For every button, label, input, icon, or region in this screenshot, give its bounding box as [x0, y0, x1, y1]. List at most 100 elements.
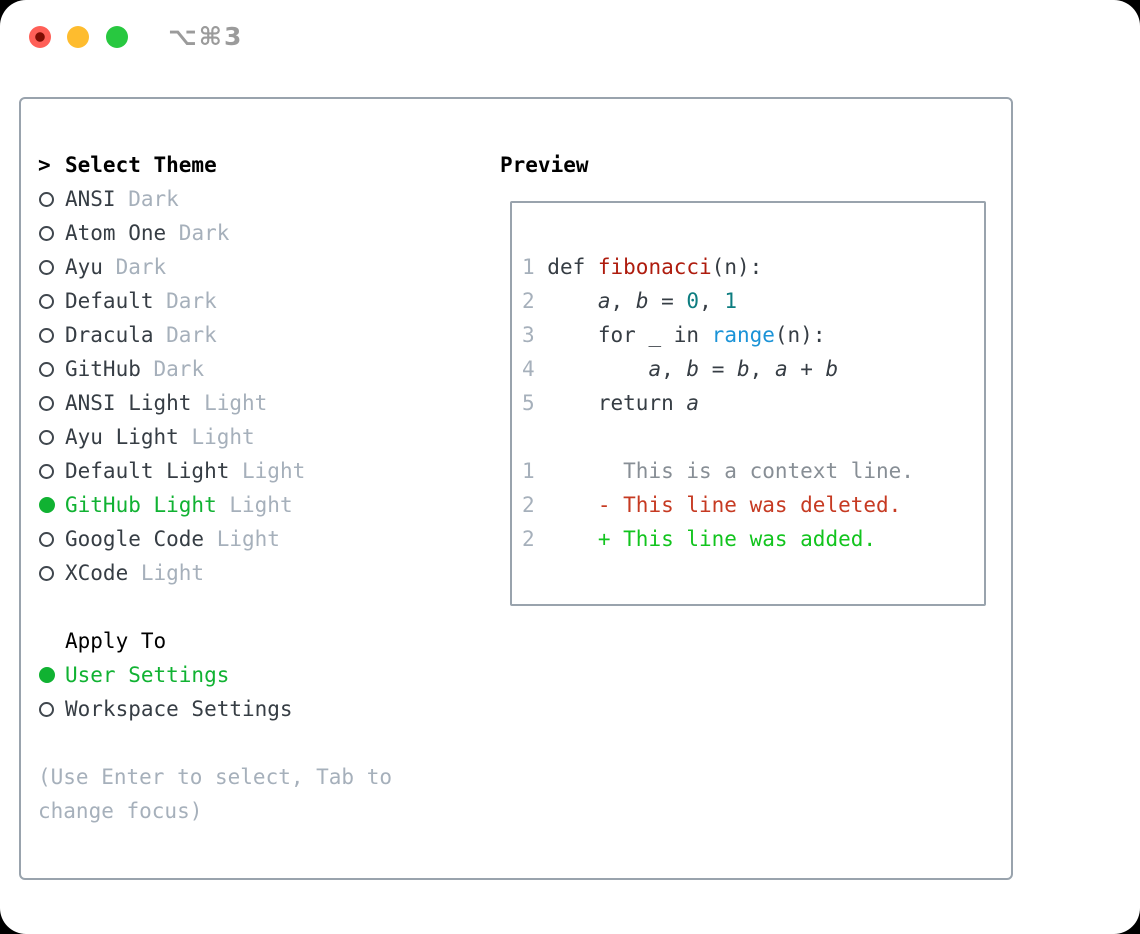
theme-option[interactable]: Atom One Dark [38, 216, 392, 250]
theme-option[interactable]: Dracula Dark [38, 318, 392, 352]
radio-icon [39, 225, 54, 241]
theme-option[interactable]: Google Code Light [38, 522, 392, 556]
theme-variant-label: Dark [128, 187, 179, 211]
code-token: (n): [711, 255, 763, 279]
theme-variant-label: Light [140, 561, 205, 585]
theme-option[interactable]: GitHub Dark [38, 352, 392, 386]
theme-option[interactable]: ANSI Dark [38, 182, 392, 216]
theme-option[interactable]: XCode Light [38, 556, 392, 590]
option-label: Dracula [65, 323, 167, 347]
theme-option[interactable]: GitHub Light Light [38, 488, 392, 522]
radio-icon [39, 293, 54, 309]
option-label: Atom One [65, 221, 179, 245]
code-token: = [699, 357, 737, 381]
code-token: b [737, 357, 750, 381]
radio-icon [39, 701, 54, 717]
code-line: 2 + This line was added. [522, 522, 984, 556]
code-token: b [686, 357, 700, 381]
code-token: a [774, 357, 788, 381]
apply-to-header: Apply To [38, 624, 392, 658]
code-token: for _ in [547, 323, 712, 347]
option-label: Default [65, 289, 167, 313]
radio-icon [39, 361, 54, 377]
code-token: b [635, 289, 649, 313]
line-number: 2 [522, 527, 548, 551]
code-token: + [787, 357, 826, 381]
radio-icon [39, 395, 54, 411]
option-label: Workspace Settings [65, 697, 293, 721]
theme-variant-label: Dark [115, 255, 167, 279]
code-token: return [547, 391, 687, 415]
option-label: Ayu Light [65, 425, 192, 449]
radio-icon [39, 191, 54, 207]
code-token: a [597, 289, 611, 313]
hint-text-line1: (Use Enter to select, Tab to [38, 765, 393, 789]
radio-icon [39, 429, 54, 445]
code-token [547, 289, 598, 313]
code-token: (n): [774, 323, 826, 347]
code-token [547, 357, 648, 381]
zoom-button[interactable] [106, 26, 128, 48]
theme-variant-label: Light [216, 527, 280, 551]
theme-option[interactable]: ANSI Light Light [38, 386, 392, 420]
line-number: 1 [522, 459, 548, 483]
theme-option[interactable]: Default Light Light [38, 454, 392, 488]
line-number: 2 [522, 493, 548, 517]
option-label: ANSI [65, 187, 129, 211]
select-theme-header: > Select Theme [38, 148, 392, 182]
apply-option[interactable]: Workspace Settings [38, 692, 392, 726]
code-token: = [648, 289, 687, 313]
hint-text-line2: change focus) [38, 799, 203, 823]
close-button[interactable] [29, 26, 51, 48]
code-token: , [661, 357, 687, 381]
code-token [547, 527, 598, 551]
code-token: fibonacci [597, 255, 712, 279]
apply-option[interactable]: User Settings [38, 658, 392, 692]
theme-option[interactable]: Ayu Light Light [38, 420, 392, 454]
theme-dialog [19, 97, 1013, 880]
theme-variant-label: Dark [166, 323, 217, 347]
code-line: 4 a, b = b, a + b [522, 352, 984, 386]
code-token [547, 493, 598, 517]
code-line: 3 for _ in range(n): [522, 318, 984, 352]
theme-variant-label: Dark [166, 289, 217, 313]
option-label: ANSI Light [65, 391, 205, 415]
line-number: 3 [522, 323, 548, 347]
option-label: Google Code [65, 527, 217, 551]
radio-icon [39, 463, 54, 479]
option-label: User Settings [65, 663, 230, 687]
theme-variant-label: Dark [178, 221, 230, 245]
theme-variant-label: Light [229, 493, 293, 517]
theme-variant-label: Light [242, 459, 306, 483]
code-line: 1 def fibonacci(n): [522, 250, 984, 284]
window-title-shortcut: ⌥⌘3 [168, 22, 244, 51]
code-token: a [648, 357, 662, 381]
line-number: 2 [522, 289, 548, 313]
code-token: , [610, 289, 636, 313]
theme-option[interactable]: Ayu Dark [38, 250, 392, 284]
line-number: 5 [522, 391, 548, 415]
code-token: , [749, 357, 775, 381]
option-label: GitHub [65, 357, 154, 381]
theme-variant-label: Light [191, 425, 255, 449]
option-label: Default Light [65, 459, 243, 483]
code-token: b [825, 357, 839, 381]
option-label: XCode [65, 561, 141, 585]
code-token: - This line was deleted. [597, 493, 902, 517]
option-label: Ayu [65, 255, 116, 279]
code-token: + This line was added. [597, 527, 877, 551]
code-token [547, 459, 623, 483]
theme-option[interactable]: Default Dark [38, 284, 392, 318]
minimize-button[interactable] [67, 26, 89, 48]
theme-variant-label: Dark [153, 357, 205, 381]
code-token: , [699, 289, 725, 313]
code-line: 2 a, b = 0, 1 [522, 284, 984, 318]
selection-cursor-icon: > [38, 153, 51, 177]
code-line: 5 return a [522, 386, 984, 420]
theme-variant-label: Light [204, 391, 268, 415]
